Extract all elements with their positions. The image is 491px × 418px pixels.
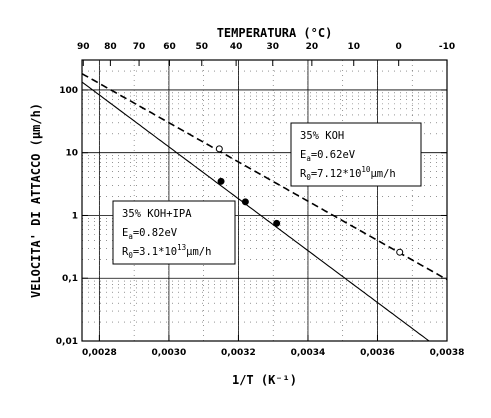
top-tick-label: 70 xyxy=(133,42,146,52)
top-axis-title: TEMPERATURA (°C) xyxy=(217,26,333,40)
y-tick-label: 1 xyxy=(72,211,78,221)
top-tick-labels: 90 80 70 60 50 40 30 20 10 0 -10 xyxy=(77,42,455,52)
x-tick-label: 0,0038 xyxy=(430,348,465,358)
legend-koh-line1: 35% KOH xyxy=(300,130,344,142)
x-axis-title: 1/T (K⁻¹) xyxy=(232,373,297,387)
koh-ipa-fit-line xyxy=(82,81,431,341)
top-tick-label: 10 xyxy=(347,42,360,52)
legend-box-koh-ipa: 35% KOH+IPA Ea=0.82eV R0=3.1*1013μm/h xyxy=(112,200,236,265)
x-tick-label: 0,0036 xyxy=(360,348,395,358)
legend-koh-line3: R0=7.12*1010μm/h xyxy=(300,165,396,182)
y-tick-labels: 0,01 0,1 1 10 100 xyxy=(56,86,78,347)
x-tick-label: 0,0034 xyxy=(291,348,326,358)
koh-data-point xyxy=(396,248,404,256)
fit-lines xyxy=(82,73,447,341)
top-tick-label: 30 xyxy=(266,42,279,52)
top-tick-label: 80 xyxy=(104,42,117,52)
legend-koh-line2: Ea=0.62eV xyxy=(300,149,356,163)
top-tick-label: 40 xyxy=(230,42,243,52)
koh-fit-line xyxy=(82,73,447,281)
plot-frame xyxy=(81,59,448,342)
y-tick-label: 100 xyxy=(59,86,78,96)
y-tick-label: 0,1 xyxy=(62,274,78,284)
koh-data-point xyxy=(215,145,223,153)
legend-koh-ipa-line2: Ea=0.82eV xyxy=(122,227,178,241)
y-axis-title: VELOCITA' DI ATTACCO (μm/h) xyxy=(29,103,43,298)
x-tick-label: 0,0028 xyxy=(82,348,117,358)
koh-ipa-data-point xyxy=(217,177,225,185)
series xyxy=(82,73,447,341)
legend-box-koh: 35% KOH Ea=0.62eV R0=7.12*1010μm/h xyxy=(290,122,422,187)
x-tick-labels: 0,0028 0,0030 0,0032 0,0034 0,0036 0,0038 xyxy=(82,348,464,358)
y-tick-label: 0,01 xyxy=(56,337,78,347)
top-tick-label: 0 xyxy=(396,42,402,52)
top-tick-label: -10 xyxy=(439,42,455,52)
x-tick-label: 0,0032 xyxy=(221,348,256,358)
legend-koh-ipa-line1: 35% KOH+IPA xyxy=(122,208,192,220)
koh-ipa-data-point xyxy=(241,198,249,206)
top-tick-label: 90 xyxy=(77,42,90,52)
top-tick-label: 20 xyxy=(306,42,319,52)
top-tick-label: 50 xyxy=(196,42,209,52)
koh-ipa-data-point xyxy=(273,219,281,227)
y-tick-label: 10 xyxy=(65,149,78,159)
tick-marks xyxy=(82,60,448,342)
x-tick-label: 0,0030 xyxy=(152,348,187,358)
legend-koh-ipa-line3: R0=3.1*1013μm/h xyxy=(122,243,211,260)
top-tick-label: 60 xyxy=(163,42,176,52)
